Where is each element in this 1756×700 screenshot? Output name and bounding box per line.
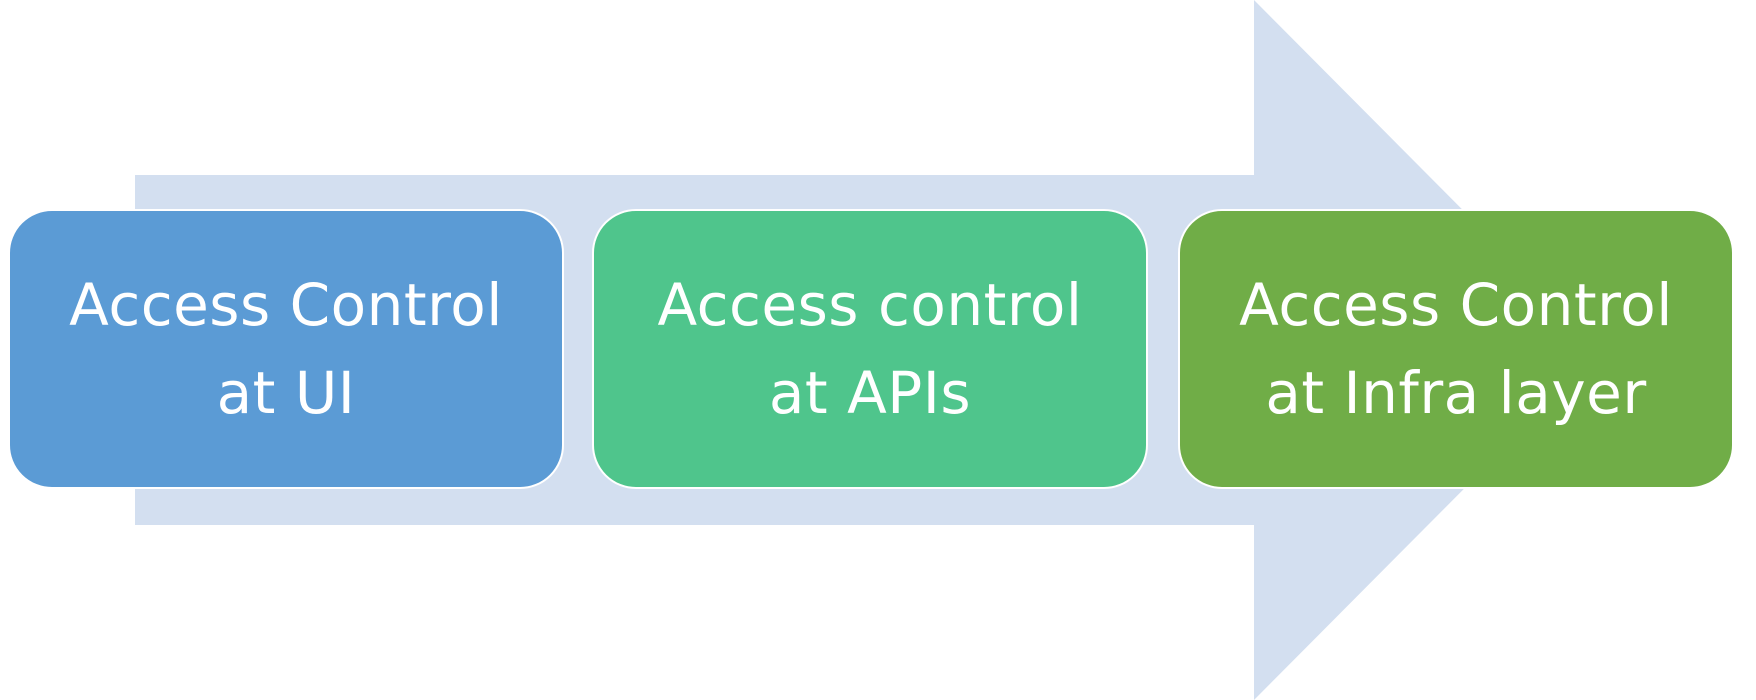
step-access-control-apis: Access control at APIs <box>592 209 1148 489</box>
step-label-line2: at Infra layer <box>1265 359 1647 427</box>
step-label-line2: at UI <box>216 359 356 427</box>
step-text: Access control at APIs <box>657 261 1082 437</box>
step-label-line2: at APIs <box>768 359 972 427</box>
step-label-line1: Access Control <box>69 271 503 339</box>
step-access-control-ui: Access Control at UI <box>8 209 564 489</box>
step-access-control-infra: Access Control at Infra layer <box>1178 209 1734 489</box>
step-text: Access Control at UI <box>69 261 503 437</box>
step-label-line1: Access control <box>657 271 1083 339</box>
step-label-line1: Access Control <box>1239 271 1673 339</box>
step-text: Access Control at Infra layer <box>1239 261 1673 437</box>
